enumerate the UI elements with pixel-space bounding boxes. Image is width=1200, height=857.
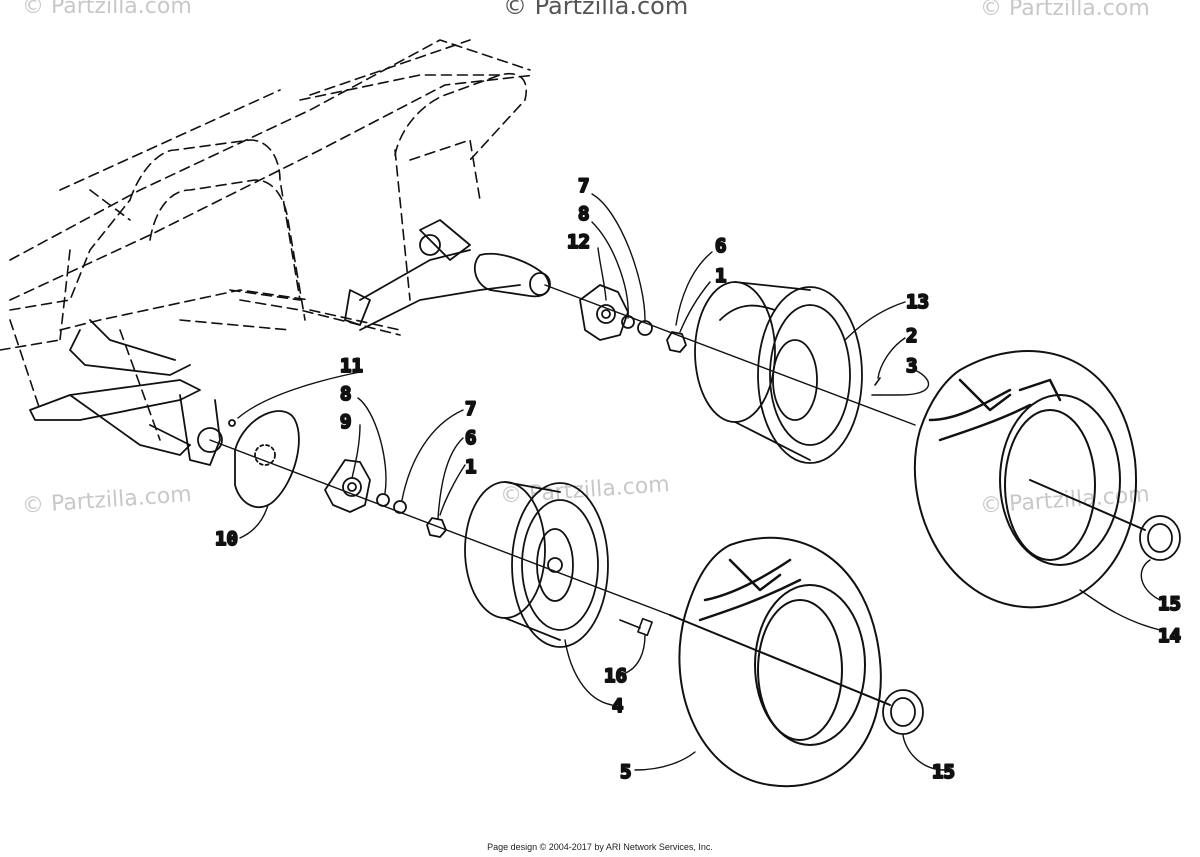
callout-14: 14 xyxy=(1158,625,1181,647)
suspension-arms xyxy=(29,219,551,466)
callout-3: 3 xyxy=(906,355,917,377)
vehicle-frame xyxy=(0,39,536,441)
brake-disc xyxy=(228,410,300,509)
callout-15-front: 15 xyxy=(932,761,955,783)
rear-hub xyxy=(579,284,687,353)
callout-10: 10 xyxy=(215,528,238,550)
callout-2: 2 xyxy=(906,325,917,347)
callout-11: 11 xyxy=(340,355,363,377)
front-tire xyxy=(669,536,891,788)
front-rim xyxy=(464,481,609,648)
callout-12: 12 xyxy=(567,231,590,253)
callout-9: 9 xyxy=(340,411,351,433)
callout-16: 16 xyxy=(604,665,627,687)
callout-8-rear: 8 xyxy=(578,203,589,225)
watermark-top-left: © Partzilla.com xyxy=(22,0,192,19)
callout-13: 13 xyxy=(906,291,929,313)
hub-caps xyxy=(882,515,1181,735)
callout-8-front: 8 xyxy=(340,383,351,405)
callout-1-rear: 1 xyxy=(715,265,726,287)
watermark-top-right: © Partzilla.com xyxy=(980,0,1150,21)
page-footer: Page design © 2004-2017 by ARI Network S… xyxy=(487,842,713,852)
callout-15-rear: 15 xyxy=(1158,593,1181,615)
axle-lines xyxy=(209,284,916,616)
callout-5: 5 xyxy=(620,761,631,783)
lug-bolt xyxy=(619,377,881,637)
callout-7-front: 7 xyxy=(465,398,476,420)
rear-rim xyxy=(694,281,863,464)
callout-4: 4 xyxy=(612,695,623,717)
callout-6-front: 6 xyxy=(465,427,476,449)
leader-lines xyxy=(237,193,1161,771)
front-hub xyxy=(324,459,447,538)
callout-6-rear: 6 xyxy=(715,235,726,257)
callout-7-rear: 7 xyxy=(578,175,589,197)
watermark-top-center: © Partzilla.com xyxy=(503,0,689,20)
rear-tire xyxy=(913,350,1146,609)
callout-1-front: 1 xyxy=(465,456,476,478)
